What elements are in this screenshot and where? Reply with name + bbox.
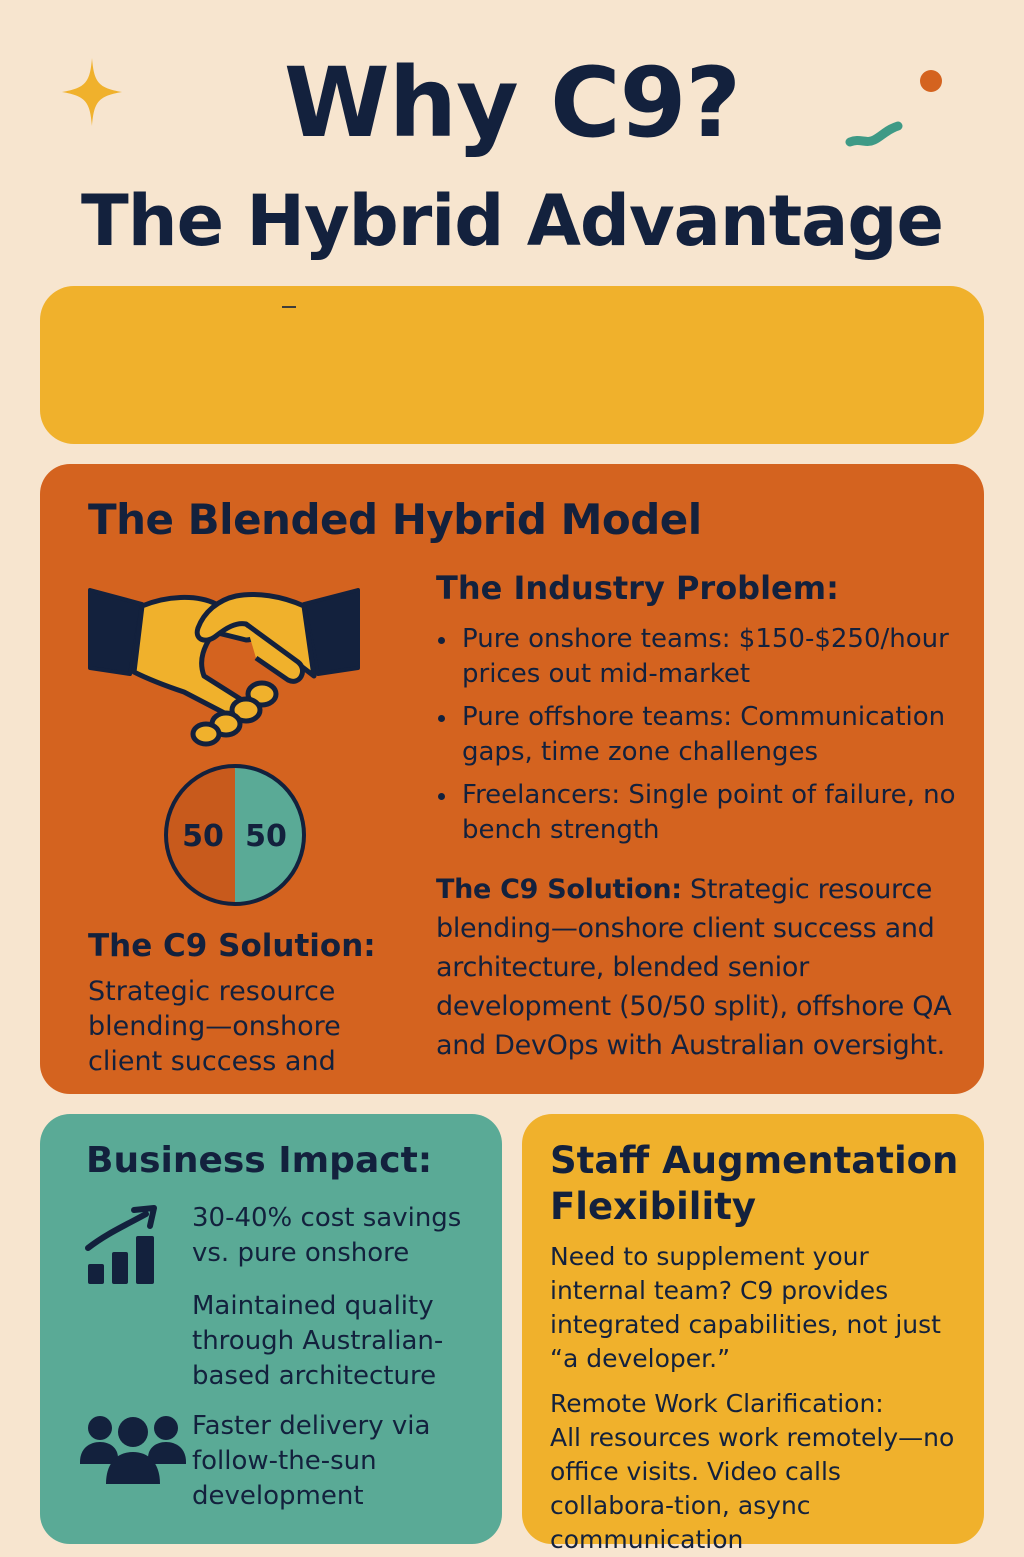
business-impact-title: Business Impact: bbox=[86, 1140, 433, 1181]
industry-problem-title: The Industry Problem: bbox=[436, 569, 839, 607]
page-title: Why C9? bbox=[283, 47, 741, 159]
remote-work-text: All resources work remotely—no office vi… bbox=[550, 1423, 955, 1554]
sparkle-icon bbox=[62, 58, 122, 126]
growth-chart-icon bbox=[85, 1205, 157, 1284]
split-left-value: 50 bbox=[182, 819, 224, 854]
squiggle-icon bbox=[845, 121, 903, 147]
problem-item: Freelancers: Single point of failure, no… bbox=[436, 778, 976, 848]
dot-icon bbox=[920, 70, 942, 92]
split-chart-icon: 50 50 bbox=[164, 764, 306, 906]
solution-left-text: Strategic resource blending—onshore clie… bbox=[88, 976, 341, 1077]
impact-item: Faster delivery via follow-the-sun devel… bbox=[192, 1411, 431, 1511]
remote-work-title: Remote Work Clarification: bbox=[550, 1389, 884, 1418]
solution-right-label: The C9 Solution: bbox=[436, 874, 682, 905]
industry-problem-list: Pure onshore teams: $150-$250/hour price… bbox=[436, 622, 976, 856]
staff-augmentation-paragraph: Need to supplement your internal team? C… bbox=[550, 1242, 941, 1373]
blended-model-title: The Blended Hybrid Model bbox=[88, 495, 702, 544]
split-right-value: 50 bbox=[245, 819, 287, 854]
solution-right: The C9 Solution: Strategic resource blen… bbox=[436, 870, 976, 1065]
staff-augmentation-card bbox=[522, 1114, 984, 1544]
impact-item: Maintained quality through Australian-ba… bbox=[192, 1291, 444, 1391]
problem-item: Pure onshore teams: $150-$250/hour price… bbox=[436, 622, 976, 692]
team-icon bbox=[80, 1416, 186, 1484]
highlight-banner bbox=[40, 286, 984, 444]
page-subtitle: The Hybrid Advantage bbox=[80, 180, 944, 262]
impact-item: 30-40% cost savings vs. pure onshore bbox=[192, 1203, 462, 1268]
banner-dash bbox=[282, 306, 296, 308]
handshake-icon bbox=[88, 588, 360, 747]
solution-right-text: Strategic resource blending—onshore clie… bbox=[436, 874, 952, 1061]
solution-left-title: The C9 Solution: bbox=[88, 928, 376, 964]
problem-item: Pure offshore teams: Communication gaps,… bbox=[436, 700, 976, 770]
staff-augmentation-title: Staff Augmentation Flexibility bbox=[550, 1139, 959, 1228]
